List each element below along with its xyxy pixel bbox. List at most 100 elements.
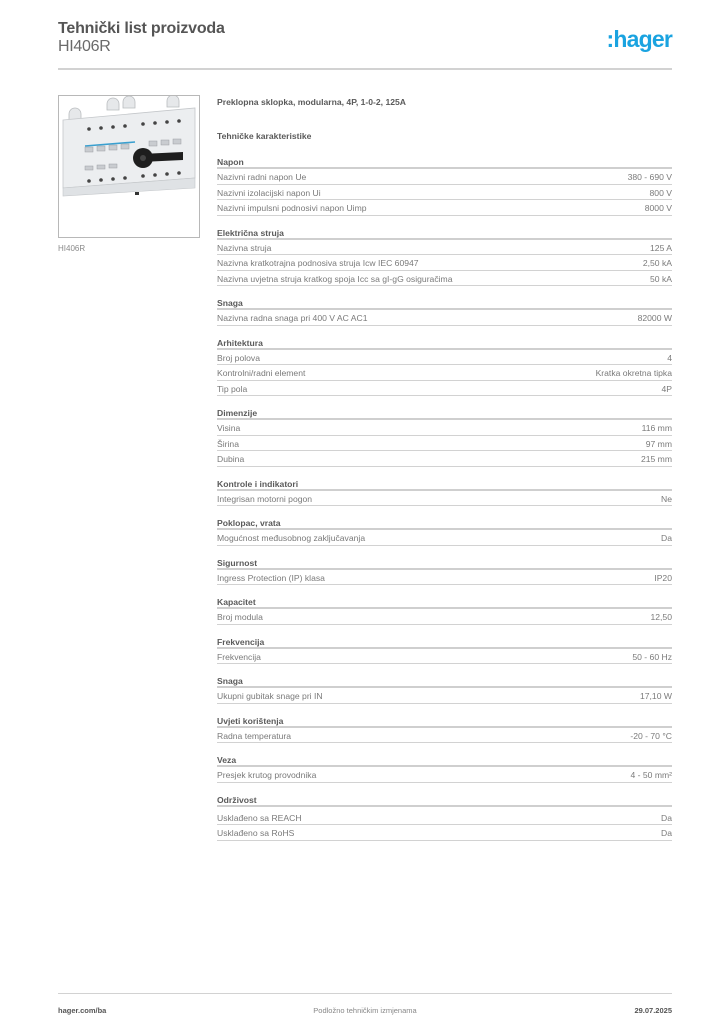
spec-value: 800 V (649, 187, 672, 198)
spec-row: Radna temperatura -20 - 70 °C (217, 728, 672, 743)
spec-label: Nazivna radna snaga pri 400 V AC AC1 (217, 313, 368, 323)
tech-characteristics-heading: Tehničke karakteristike (217, 131, 312, 141)
spec-value: 4P (661, 383, 672, 394)
footer-date: 29.07.2025 (634, 1006, 672, 1015)
section-title: Održivost (217, 793, 672, 807)
spec-value: 97 mm (645, 438, 672, 449)
spec-row: Nazivni izolacijski napon Ui 800 V (217, 185, 672, 200)
section-title: Veza (217, 753, 672, 767)
spec-label: Kontrolni/radni element (217, 368, 306, 378)
spec-value: Ne (661, 493, 672, 504)
section-title: Snaga (217, 296, 672, 310)
spec-value: Da (661, 828, 672, 838)
spec-value: 116 mm (641, 423, 672, 433)
product-image-caption: HI406R (58, 244, 86, 253)
spec-row: Širina 97 mm (217, 436, 672, 451)
spec-label: Broj polova (217, 352, 260, 363)
spec-row: Dubina 215 mm (217, 451, 672, 467)
spec-value: 4 - 50 mm² (630, 770, 672, 780)
document-footer: hager.com/ba Podložno tehničkim izmjenam… (58, 1006, 672, 1018)
spec-row: Nazivna struja 125 A (217, 240, 672, 255)
spec-label: Visina (217, 423, 241, 433)
spec-value: Da (661, 812, 672, 823)
section-title: Uvjeti korištenja (217, 714, 672, 728)
spec-row: Tip pola 4P (217, 381, 672, 396)
spec-label: Ingress Protection (IP) klasa (217, 572, 325, 583)
spec-label: Presjek krutog provodnika (217, 770, 317, 780)
spec-label: Nazivni radni napon Ue (217, 172, 307, 182)
spec-row: Nazivna uvjetna struja kratkog spoja Icc… (217, 271, 672, 286)
spec-value: IP20 (654, 572, 672, 583)
section-title: Električna struja (217, 226, 672, 240)
spec-label: Mogućnost međusobnog zaključavanja (217, 533, 366, 543)
section-title: Napon (217, 155, 672, 169)
spec-value: 50 - 60 Hz (632, 651, 672, 662)
spec-row: Broj polova 4 (217, 350, 672, 365)
product-image (58, 94, 200, 238)
spec-value: 380 - 690 V (627, 172, 672, 182)
spec-label: Nazivna uvjetna struja kratkog spoja Icc… (217, 273, 453, 284)
spec-label: Ukupni gubitak snage pri IN (217, 691, 323, 701)
spec-value: 12,50 (650, 612, 672, 622)
spec-row: Nazivni radni napon Ue 380 - 690 V (217, 169, 672, 185)
footer-website: hager.com/ba (58, 1006, 107, 1015)
spec-row: Ingress Protection (IP) klasa IP20 (217, 570, 672, 585)
footer-divider (58, 993, 672, 994)
spec-row: Frekvencija 50 - 60 Hz (217, 649, 672, 664)
document-title: Tehnički list proizvoda (58, 20, 225, 37)
spec-row: Ukupni gubitak snage pri IN 17,10 W (217, 688, 672, 704)
spec-value: 215 mm (640, 454, 672, 464)
section-title: Arhitektura (217, 336, 672, 350)
section-title: Kapacitet (217, 595, 672, 609)
document-header: Tehnički list proizvoda HI406R :hager (58, 20, 673, 56)
section-title: Frekvencija (217, 635, 672, 649)
product-code: HI406R (58, 38, 111, 55)
spec-label: Nazivni impulsni podnosivi napon Uimp (217, 203, 367, 213)
spec-label: Usklađeno sa RoHS (217, 828, 295, 838)
footer-notice: Podložno tehničkim izmjenama (313, 1006, 417, 1015)
spec-label: Tip pola (217, 383, 248, 394)
spec-label: Frekvencija (217, 651, 261, 662)
spec-content: Preklopna sklopka, modularna, 4P, 1-0-2,… (217, 95, 672, 841)
section-title: Kontrole i indikatori (217, 477, 672, 491)
section-title: Poklopac, vrata (217, 516, 672, 530)
spec-row: Usklađeno sa RoHS Da (217, 825, 672, 841)
spec-value: -20 - 70 °C (630, 730, 672, 741)
header-divider (58, 68, 672, 70)
spec-label: Dubina (217, 454, 245, 464)
spec-value: 4 (667, 352, 672, 363)
spec-row: Usklađeno sa REACH Da (217, 810, 672, 825)
spec-value: 82000 W (637, 313, 672, 323)
section-title: Snaga (217, 674, 672, 688)
spec-value: 17,10 W (639, 691, 672, 701)
spec-row: Presjek krutog provodnika 4 - 50 mm² (217, 767, 672, 783)
spec-label: Integrisan motorni pogon (217, 493, 313, 504)
spec-row: Nazivna kratkotrajna podnosiva struja Ic… (217, 255, 672, 271)
spec-label: Širina (217, 438, 239, 449)
section-title: Dimenzije (217, 406, 672, 420)
spec-label: Nazivna kratkotrajna podnosiva struja Ic… (217, 258, 419, 268)
spec-label: Nazivna struja (217, 242, 272, 253)
spec-label: Nazivni izolacijski napon Ui (217, 187, 321, 198)
product-description: Preklopna sklopka, modularna, 4P, 1-0-2,… (217, 97, 406, 107)
spec-label: Radna temperatura (217, 730, 292, 741)
spec-label: Usklađeno sa REACH (217, 812, 302, 823)
spec-value: 125 A (650, 242, 672, 253)
spec-value: 2,50 kA (642, 258, 672, 268)
transfer-switch-image-icon (62, 94, 196, 197)
